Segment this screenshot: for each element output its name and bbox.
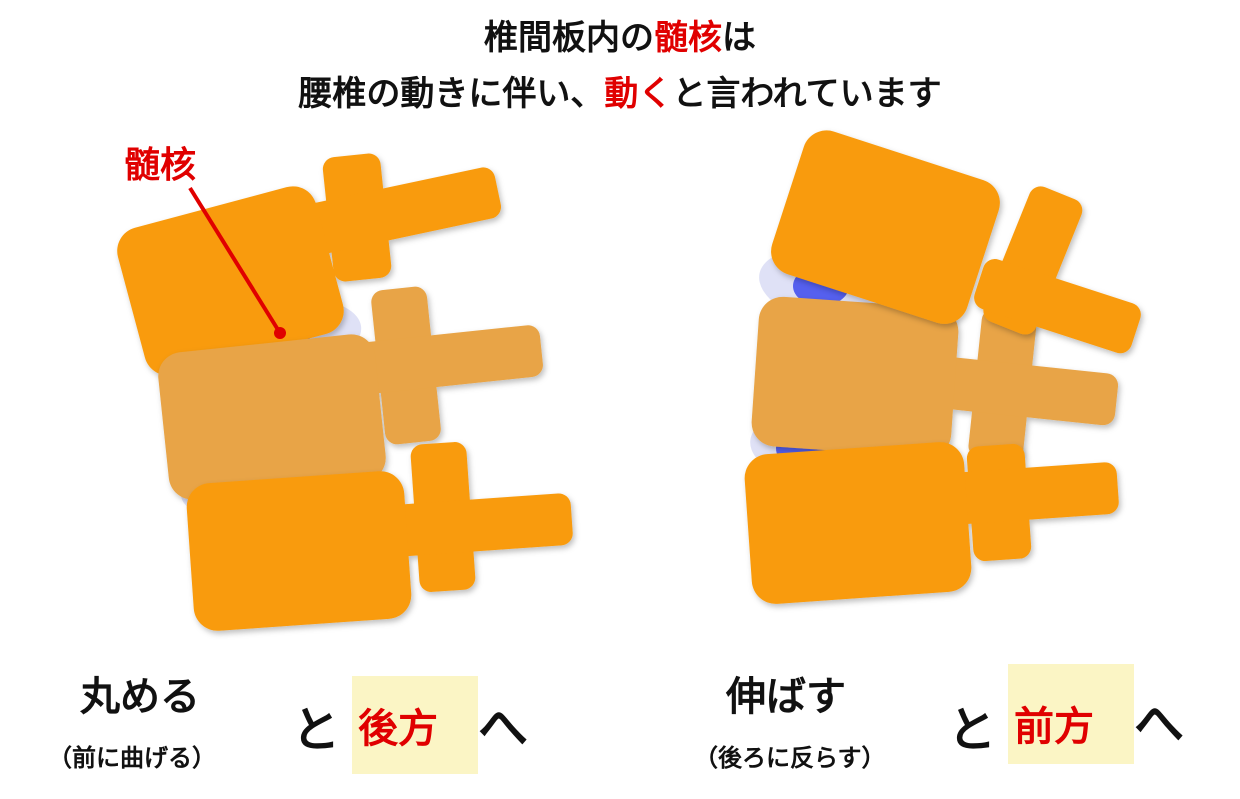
left-direction-highlight	[352, 676, 478, 774]
left-action-label: 丸める	[80, 674, 200, 720]
title-line-1-prefix: 椎間板内の	[484, 18, 654, 58]
right-action-label: 伸ばす	[726, 674, 846, 720]
right-direction-label: 前方	[1014, 704, 1094, 750]
right-suffix: へ	[1134, 695, 1184, 753]
title-line-2-suffix: と言われています	[672, 74, 942, 114]
callout-pointer-line	[188, 186, 282, 335]
left-suffix: へ	[478, 699, 528, 757]
right-spine-stack	[744, 130, 1141, 604]
right-middle-vertebra	[751, 296, 1119, 462]
right-action-note: （後ろに反らす）	[694, 744, 886, 772]
left-middle-vertebra	[158, 286, 543, 500]
left-direction-label: 後方	[358, 706, 438, 752]
left-connector: と	[292, 702, 341, 758]
left-spine-stack	[117, 153, 573, 631]
right-connector: と	[948, 702, 997, 758]
right-bottom-vertebra	[744, 442, 1119, 604]
right-direction-highlight	[1008, 664, 1134, 764]
right-top-vertebra	[771, 130, 1141, 354]
title-line-1-highlight: 髄核	[654, 18, 722, 58]
title-line-2: 腰椎の動きに伴い、動くと言われています	[0, 72, 1240, 116]
title-line-1-suffix: は	[722, 18, 756, 58]
callout-pointer-dot	[274, 327, 286, 339]
left-top-vertebra	[117, 153, 502, 376]
title-line-2-highlight: 動く	[604, 74, 673, 114]
left-bottom-vertebra	[186, 442, 573, 631]
title-line-1: 椎間板内の髄核は	[0, 16, 1240, 60]
nucleus-callout-label: 髄核	[124, 145, 197, 186]
left-action-note: （前に曲げる）	[48, 744, 216, 772]
title-line-2-prefix: 腰椎の動きに伴い、	[298, 74, 605, 114]
